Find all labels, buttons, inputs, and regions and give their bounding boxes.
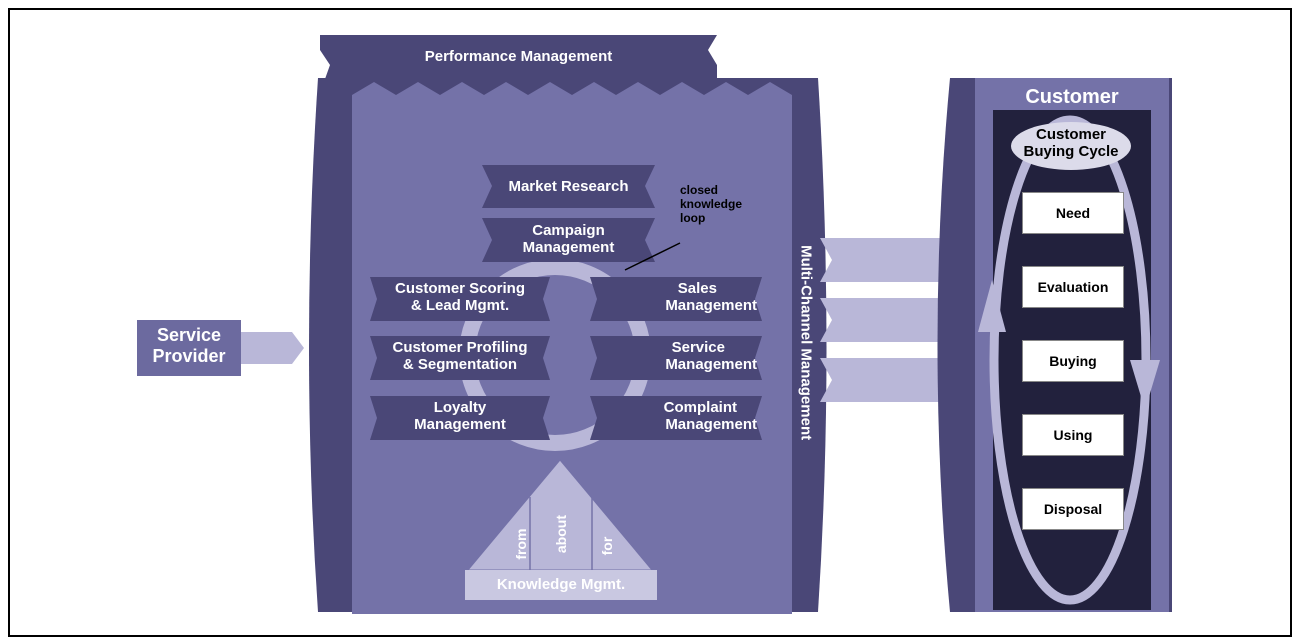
cycle-step-using: Using [1022,414,1124,456]
module-scoring: Customer Scoring& Lead Mgmt. [394,280,526,315]
channel-arrow-3 [820,358,954,402]
module-shape-loyalty [370,396,550,440]
buying-cycle-header [1011,122,1131,170]
module-shape-campaign [482,218,655,262]
channel-arrow-1 [820,238,954,282]
knowledge-about: about [552,515,569,554]
module-shape-scoring [370,277,550,321]
customer-left-cylinder [937,78,973,612]
knowledge-from: from [512,528,529,560]
loop-note-pointer [624,242,681,271]
module-shape-service [590,336,762,380]
knowledge-bar [465,570,657,600]
channel-arrow-2 [820,298,954,342]
module-shape-profiling [370,336,550,380]
service-provider-box [137,320,241,376]
cycle-step-need: Need [1022,192,1124,234]
module-market-research: Market Research [508,178,629,195]
crm-zigzag [352,78,792,95]
multichannel-management-label: Multi-Channel Management [797,245,815,441]
module-shape-sales [590,277,762,321]
diagram-frame [8,8,1292,637]
module-shape-complaint [590,396,762,440]
service-provider-arrow [241,332,304,364]
cycle-arrow-down [1130,360,1160,410]
crm-body-left-cylinder [309,78,355,612]
cycle-arrow-up [978,280,1006,332]
knowledge-label: Knowledge Mgmt. [496,576,626,593]
cycle-step-buying: Buying [1022,340,1124,382]
cycle-step-disposal: Disposal [1022,488,1124,530]
multichannel-bar [792,78,827,612]
customer-title: Customer [1025,86,1119,108]
module-profiling: Customer Profiling& Segmentation [392,339,528,374]
knowledge-for: for [598,536,615,556]
cycle-step-evaluation: Evaluation [1022,266,1124,308]
module-shape-market-research [482,165,655,208]
performance-management-label: Performance Management [424,48,613,65]
